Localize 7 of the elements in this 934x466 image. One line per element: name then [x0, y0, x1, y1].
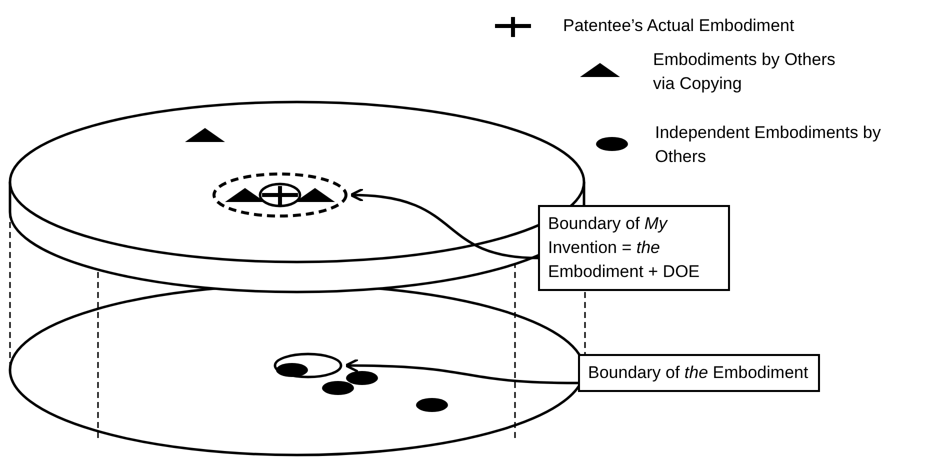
- callout-box: Boundary of My Invention = the Embodiment + DOE: [538, 205, 730, 291]
- leader-arrow: [350, 188, 538, 260]
- legend-text: Embodiments by Others via Copying: [653, 49, 836, 95]
- callout-box: Boundary of the Embodiment: [578, 354, 820, 392]
- leader-arrow: [344, 358, 578, 384]
- legend-text: Patentee’s Actual Embodiment: [563, 15, 796, 37]
- legend-text: Independent Embodiments by Others: [655, 122, 882, 168]
